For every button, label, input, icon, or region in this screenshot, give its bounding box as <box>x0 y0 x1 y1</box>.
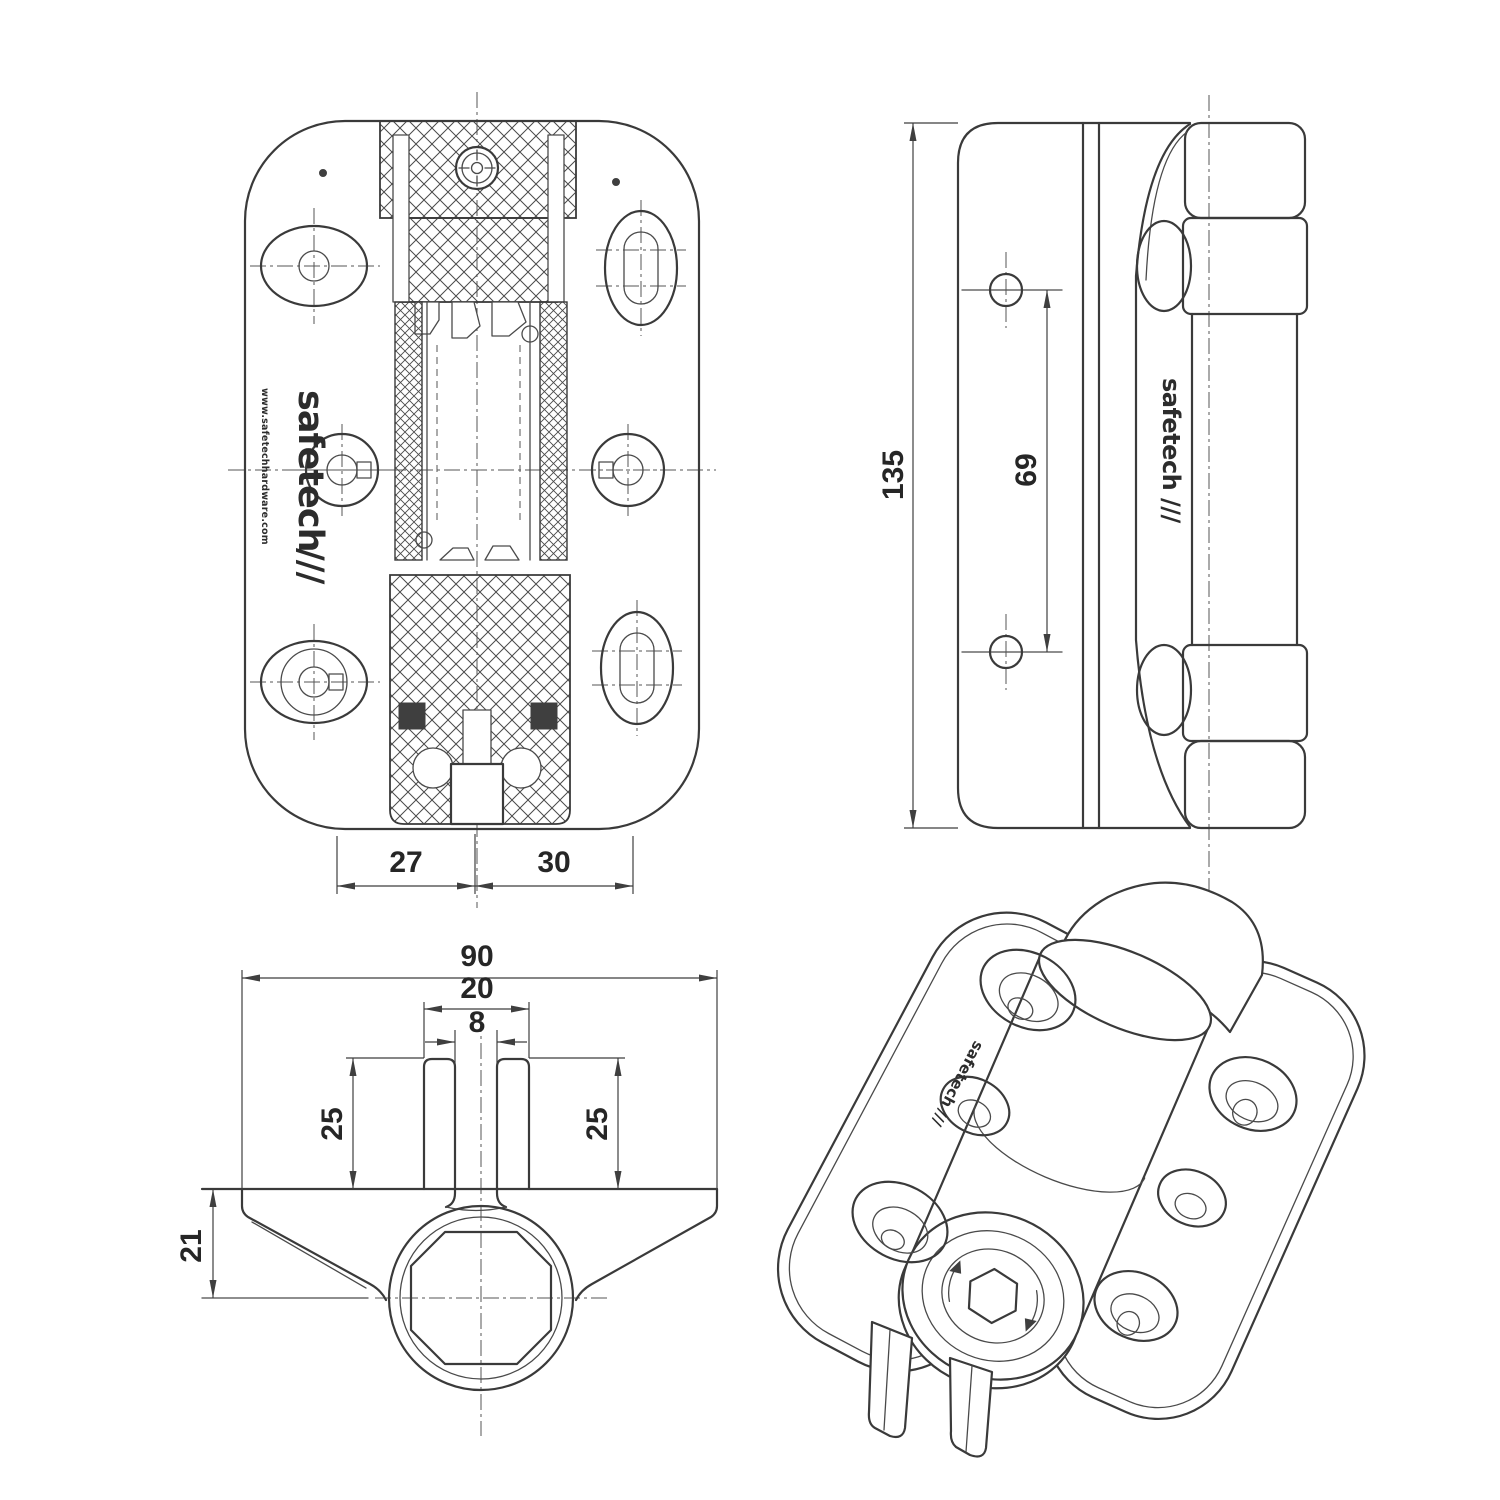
spring-barrel <box>387 1204 575 1392</box>
seal-right <box>530 702 558 730</box>
hole-bottom-left <box>250 624 380 740</box>
side-dimensions: 135 69 <box>877 122 1051 829</box>
dim-20-label: 20 <box>460 972 493 1005</box>
isometric-view: safetech /// <box>776 881 1366 1458</box>
leaf-curl-edge <box>1134 122 1192 829</box>
brand-word: safetech <box>1157 378 1185 490</box>
iso-left-holes <box>851 948 1077 1264</box>
brand-url: www.safetechhardware.com <box>259 388 270 545</box>
brand-logo-side: safetech /// <box>1157 378 1185 524</box>
plate-underside <box>240 1187 719 1302</box>
octagon-socket <box>409 1230 553 1366</box>
channel-walls <box>422 1057 531 1212</box>
side-plate <box>956 121 1085 830</box>
lower-cam-teeth <box>415 531 520 561</box>
hex-adjustment-socket <box>901 1211 1085 1381</box>
dim-135-label: 135 <box>877 450 910 500</box>
tongue <box>449 762 505 826</box>
dim-8-label: 8 <box>469 1006 486 1039</box>
section-view: 90 20 8 25 25 <box>175 940 719 1436</box>
iso-right-holes <box>1093 1056 1298 1342</box>
dim-69-label: 69 <box>1010 453 1043 486</box>
brand-logo-front: safetech /// www.safetechhardware.com <box>259 388 330 585</box>
adjustment-screw <box>454 145 500 191</box>
curl-slot-top <box>1135 219 1193 313</box>
dim-21-label: 21 <box>175 1229 208 1262</box>
tongue-stem <box>462 709 492 765</box>
iso-barrel <box>897 938 1213 1390</box>
dim-27-label: 27 <box>389 846 422 879</box>
pin-dot-right <box>612 178 620 186</box>
side-knuckle-column <box>1134 121 1309 830</box>
hole-mid-left <box>296 424 392 516</box>
side-view: safetech /// 135 69 <box>877 95 1309 900</box>
dim-25-left-label: 25 <box>316 1107 349 1140</box>
front-view: safetech /// www.safetechhardware.com 27… <box>228 92 716 908</box>
dim-25-right-label: 25 <box>581 1107 614 1140</box>
hole-top-right <box>596 200 686 336</box>
iso-prongs <box>867 1320 994 1458</box>
seal-left <box>398 702 426 730</box>
hole-top-left <box>250 208 380 324</box>
hex-icon <box>967 1267 1019 1325</box>
front-dimensions: 27 30 <box>336 834 634 894</box>
dim-30-label: 30 <box>537 846 570 879</box>
brand-word: safetech <box>290 390 330 552</box>
dim-90-label: 90 <box>460 940 493 973</box>
front-mounting-holes <box>250 169 686 740</box>
hole-bottom-right <box>592 600 682 736</box>
brand-stripes-icon: /// <box>290 548 330 585</box>
section-dimensions: 90 20 8 25 25 <box>175 940 718 1298</box>
pin-dot-left <box>319 169 327 177</box>
hole-mid-right <box>580 424 676 516</box>
front-knuckle-strip <box>379 120 577 826</box>
side-plate-holes <box>961 252 1063 690</box>
curl-slot-bottom <box>1135 643 1193 737</box>
brand-stripes-icon: /// <box>1157 498 1185 524</box>
